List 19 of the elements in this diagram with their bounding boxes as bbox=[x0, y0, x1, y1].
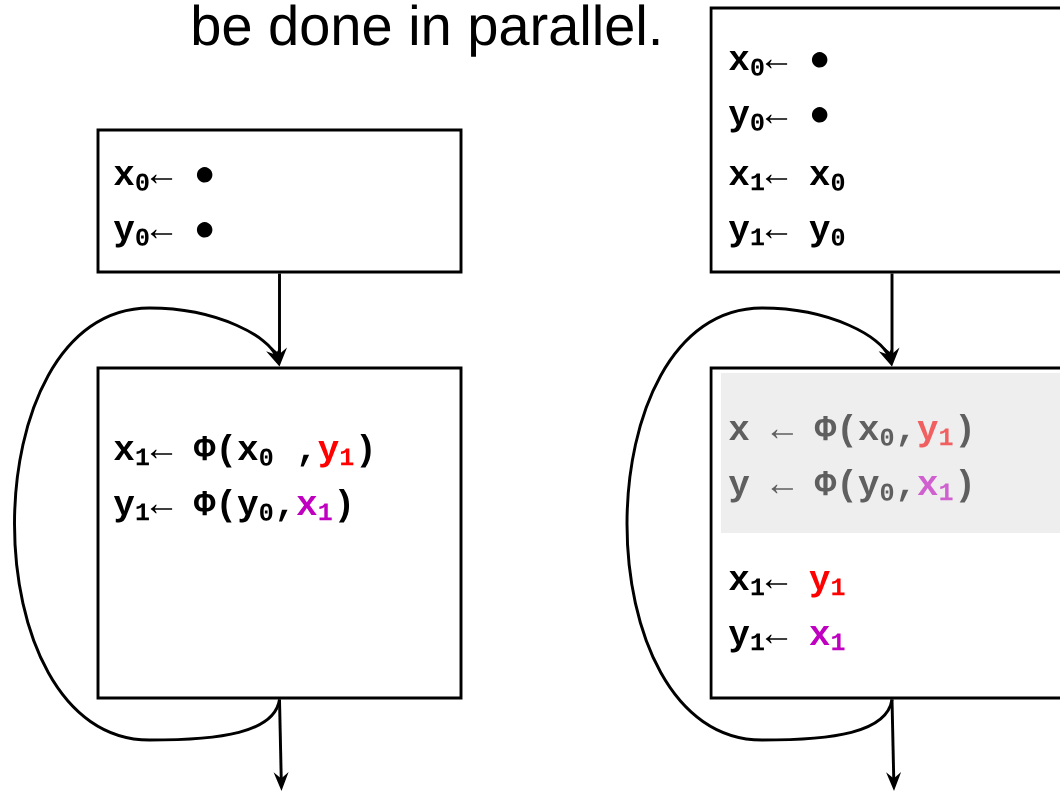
code-line: y$_{0}$← ● bbox=[113, 221, 213, 248]
arrow bbox=[13, 306, 281, 742]
code-line: y$_{1}$← x$_{1}$ bbox=[728, 626, 845, 653]
code-box bbox=[96, 366, 463, 700]
code-line: y$_{1}$← Φ(y$_{0}$, x$_{1}$ ) bbox=[113, 488, 349, 523]
code-line: y$_{0}$← ● bbox=[728, 105, 828, 133]
code-line: x$_{0}$← ● bbox=[729, 50, 828, 76]
arrow bbox=[625, 306, 894, 742]
code-box bbox=[96, 128, 463, 274]
code-line: x$_{1}$← Φ(x$_{0}$ , y$_{1}$ ) bbox=[114, 433, 371, 468]
code-line: x ← Φ(x$_{0}$, y$_{1}$ ) bbox=[729, 413, 970, 448]
code-line: x$_{1}$← y$_{1}$ bbox=[729, 571, 845, 598]
code-line: y$_{1}$← y$_{0}$ bbox=[728, 221, 845, 248]
code-box bbox=[709, 6, 1060, 274]
code-box bbox=[709, 366, 1060, 700]
heading-text: be done in parallel. bbox=[193, 4, 659, 57]
code-line: y ← Φ(y$_{0}$, x$_{1}$ ) bbox=[728, 468, 970, 503]
code-line: x$_{1}$← x$_{0}$ bbox=[729, 165, 845, 191]
code-line: x$_{0}$← ● bbox=[114, 165, 213, 191]
